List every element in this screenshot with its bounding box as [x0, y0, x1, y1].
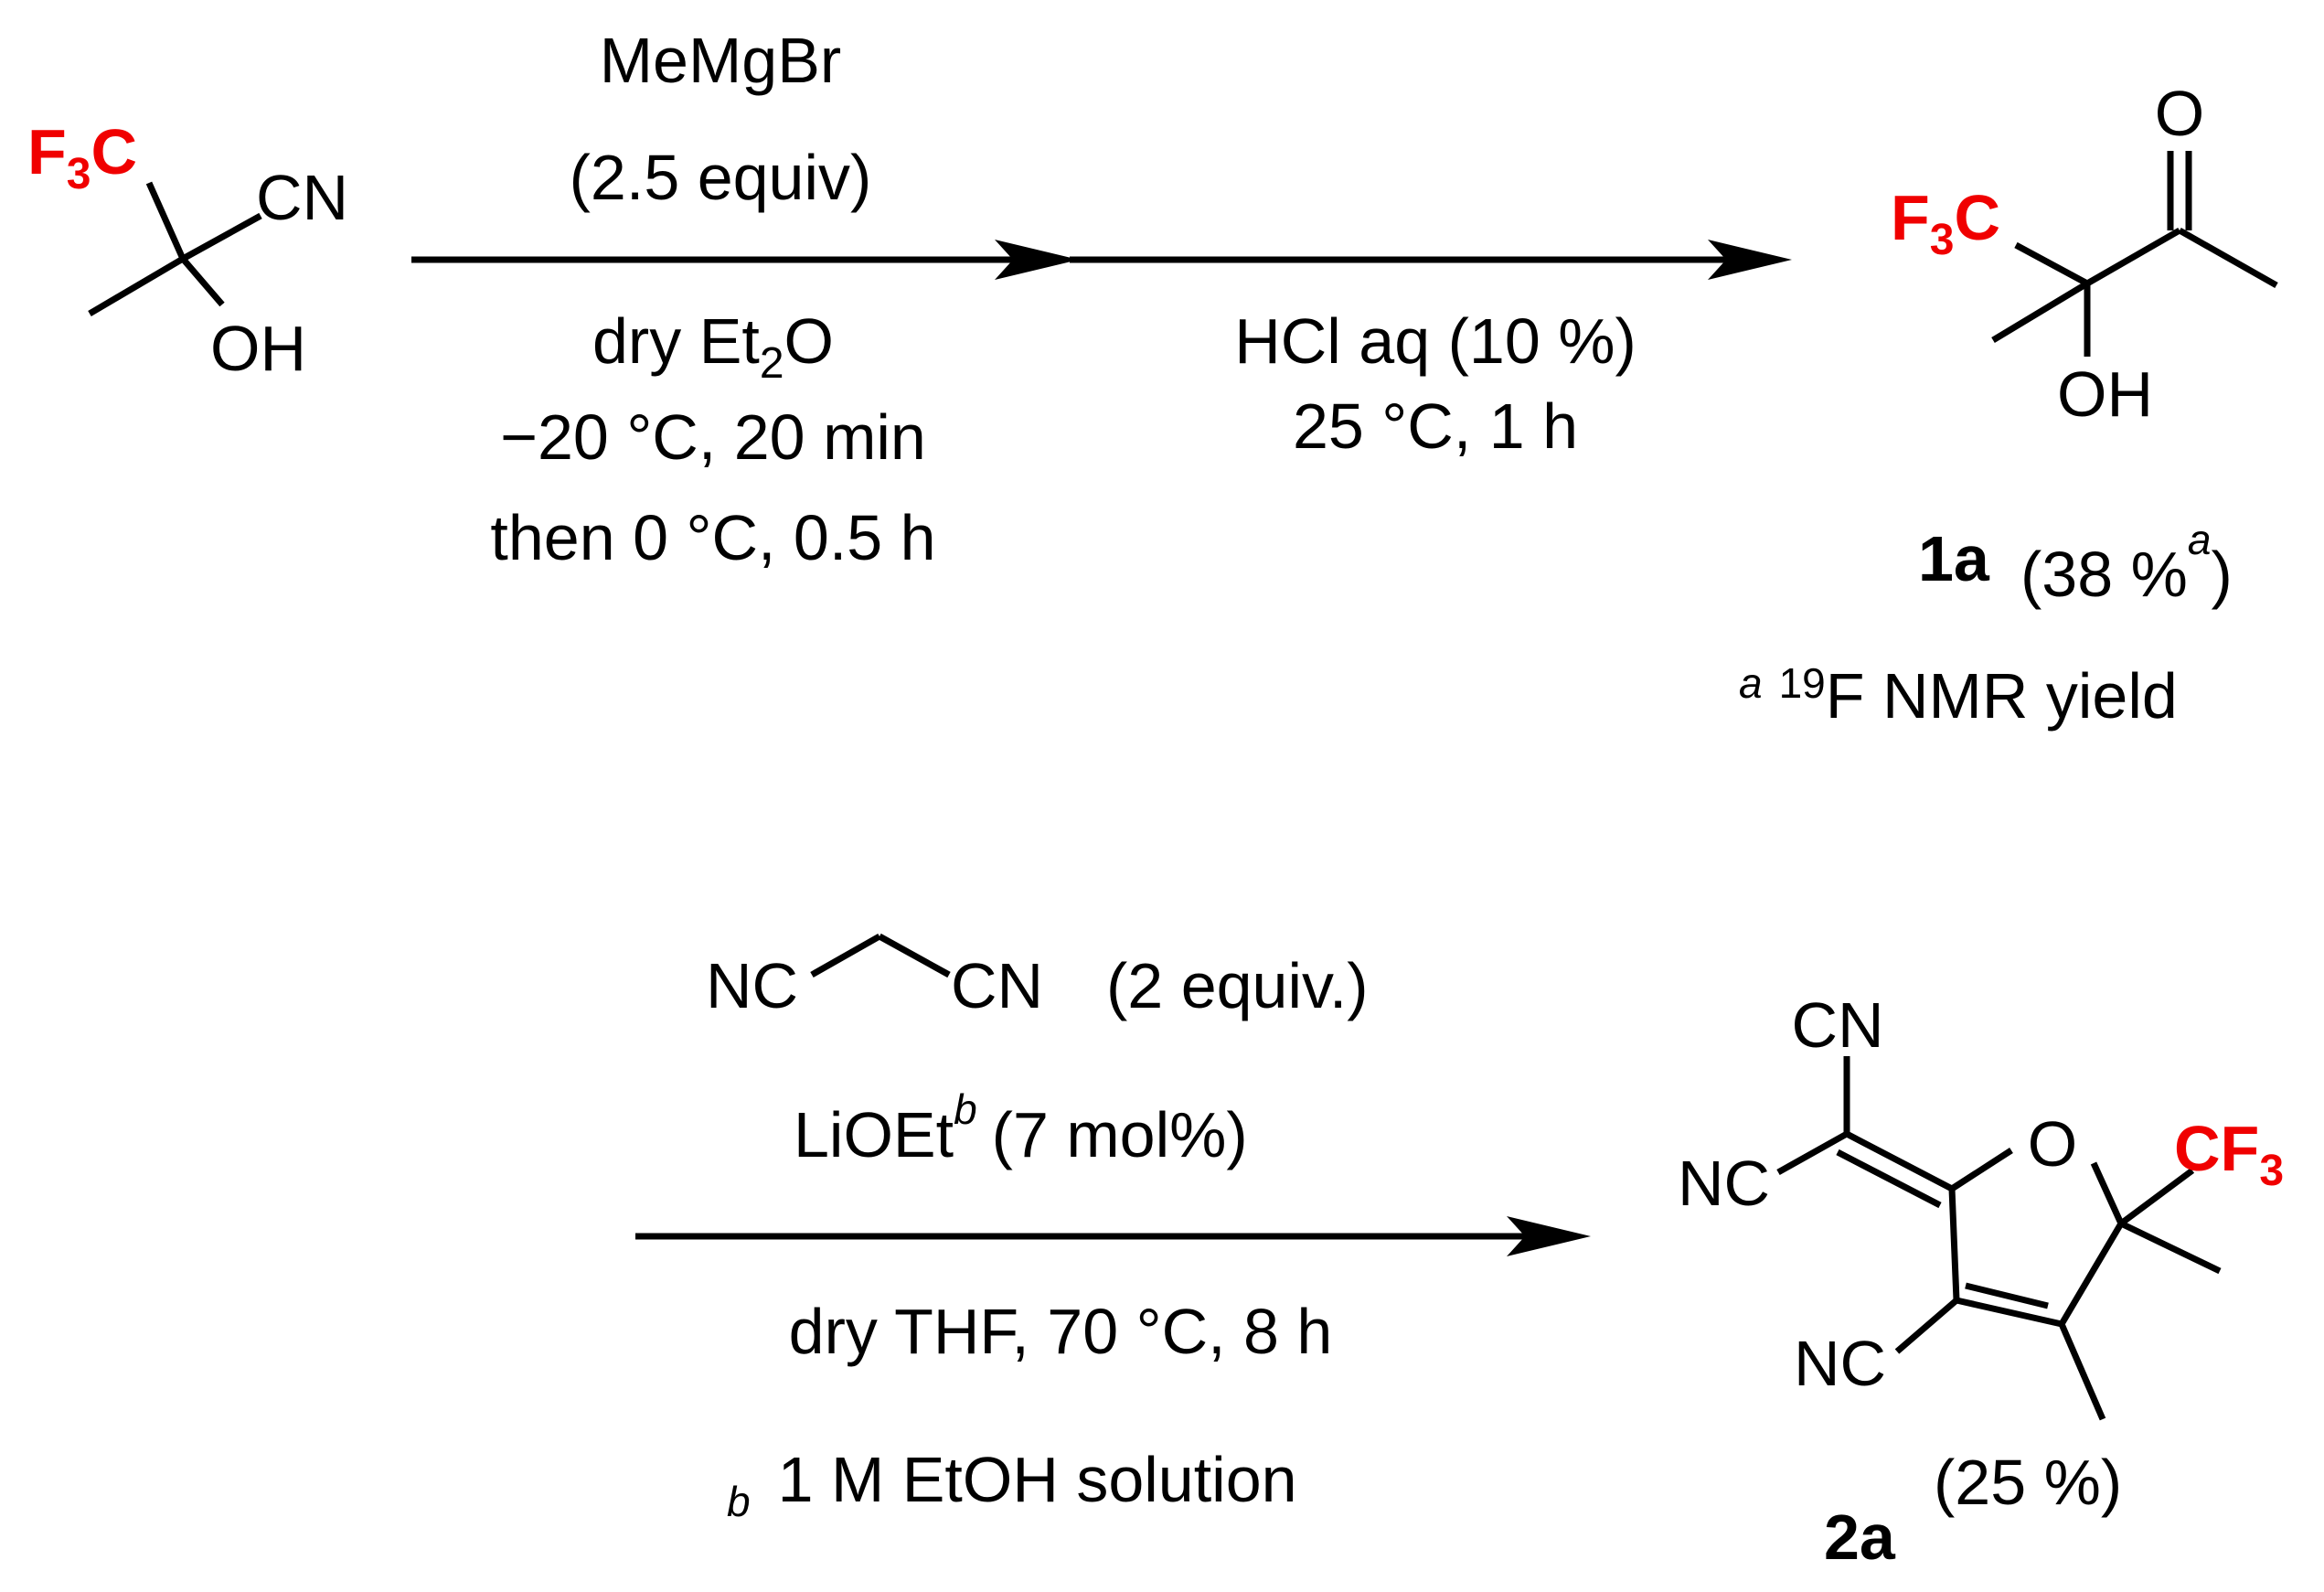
- bond-oh: [180, 256, 225, 307]
- product1a-yield: (38 %a): [2020, 516, 2233, 610]
- malononitrile-cn: CN: [951, 950, 1043, 1021]
- reaction1-arrow-step1: [411, 240, 1079, 280]
- bond-exo-double-1: [1845, 1130, 1954, 1192]
- bond-exo-nc-left: [1776, 1130, 1849, 1176]
- product-2a: CN NC O CF3 NC (25 %) 2a: [1678, 989, 2284, 1573]
- bond-methyl: [1991, 281, 2089, 343]
- workup-hcl: HCl aq (10 %): [1234, 305, 1636, 377]
- product1a-cf3-group: F3C: [1891, 182, 2000, 264]
- bond-cf3: [2118, 1168, 2195, 1226]
- bond-c3-cn: [1894, 1298, 1959, 1354]
- bond-ring-c4-c3: [1956, 1297, 2063, 1328]
- reagent-amount: (2.5 equiv): [570, 142, 872, 213]
- arrow1-head: [995, 240, 1079, 280]
- starting-material-cyanohydrin: F3C CN OH: [27, 116, 348, 384]
- arrow3-head: [1507, 1216, 1591, 1256]
- bond-c5-methyl: [2119, 1220, 2222, 1275]
- bond-ring-o-c5: [2090, 1161, 2125, 1225]
- bond-c4-methyl: [2058, 1322, 2106, 1421]
- sm-cf3-group: F3C: [27, 116, 137, 198]
- base-lioet: LiOEtb(7 mol%): [794, 1085, 1248, 1170]
- product1a-carbonyl-o: O: [2155, 78, 2204, 149]
- malononitrile-amount: (2 equiv.): [1106, 950, 1369, 1021]
- bond-carbonyl-carbon: [2085, 227, 2181, 287]
- malononitrile-reagent: NC CN (2 equiv.): [706, 933, 1369, 1021]
- bond-cf3: [2014, 241, 2089, 287]
- bond-methyl: [88, 255, 185, 317]
- sm-oh-label: OH: [210, 313, 306, 384]
- product2a-nc-bottom: NC: [1794, 1328, 1886, 1399]
- bond-cf3: [145, 181, 187, 261]
- solvent-et2o: dry Et2O: [592, 305, 834, 388]
- bond-ring-c3-c2: [1948, 1188, 1960, 1301]
- product1a-label: 1a: [1918, 523, 1990, 594]
- product2a-cn-top: CN: [1791, 989, 1883, 1061]
- reaction2-arrow: [635, 1216, 1591, 1256]
- product2a-ring-o: O: [2028, 1108, 2077, 1180]
- reaction1-conditions: MeMgBr (2.5 equiv) dry Et2O −20 °C, 20 m…: [490, 25, 1636, 573]
- bond-exo-double-2: [1836, 1149, 1942, 1209]
- bond-ring-c5-c4: [2058, 1222, 2125, 1326]
- product1a-oh-label: OH: [2057, 358, 2153, 430]
- product2a-yield: (25 %): [1934, 1447, 2122, 1518]
- bond-nc-ch2: [810, 933, 881, 978]
- condition-thf: dry THF, 70 °C, 8 h: [789, 1296, 1333, 1367]
- bond-ch2-cn: [878, 933, 951, 978]
- product2a-nc-left: NC: [1678, 1148, 1770, 1219]
- product2a-cf3-group: CF3: [2174, 1113, 2284, 1195]
- sm-cn-label: CN: [256, 162, 348, 233]
- condition-temp-1: −20 °C, 20 min: [500, 401, 926, 473]
- arrow2-head: [1708, 240, 1792, 280]
- bond-acetyl-methyl: [2178, 227, 2278, 289]
- bond-cn: [181, 212, 262, 262]
- malononitrile-nc: NC: [706, 950, 798, 1021]
- condition-temp-2: then 0 °C, 0.5 h: [490, 502, 935, 573]
- bond-ring-c2-o: [1950, 1148, 2013, 1191]
- workup-condition: 25 °C, 1 h: [1293, 390, 1578, 462]
- reagent-mememgbr: MeMgBr: [600, 25, 841, 96]
- bond-ring-c4-c3-inner: [1965, 1282, 2049, 1309]
- product2a-label: 2a: [1824, 1501, 1896, 1573]
- reaction1-arrow-step2: [1070, 240, 1792, 280]
